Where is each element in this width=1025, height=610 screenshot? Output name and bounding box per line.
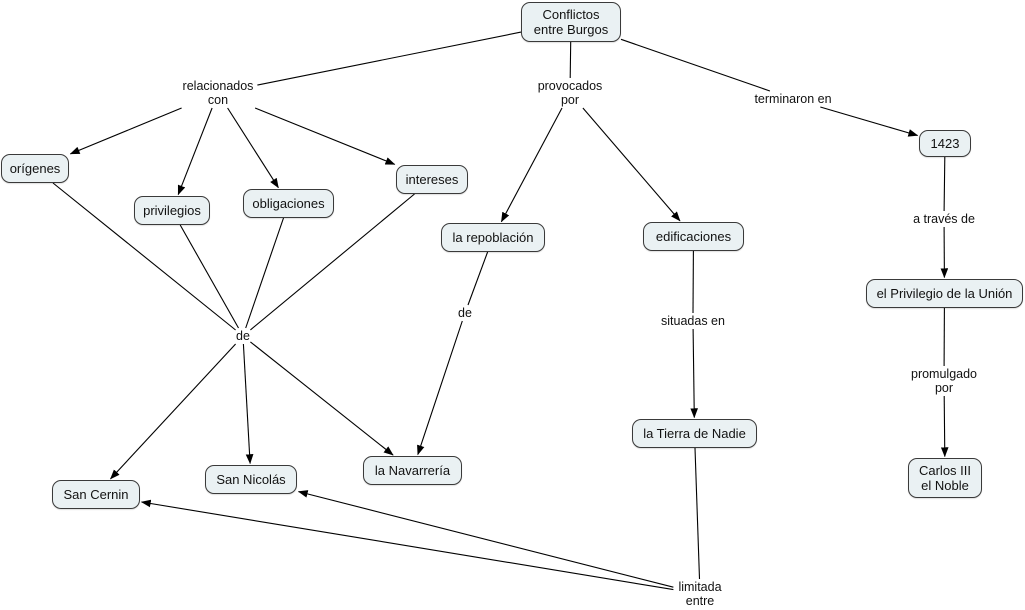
node-repoblacion[interactable]: la repoblación bbox=[441, 223, 545, 252]
edge-tierra_nadie-to-limitada-entre bbox=[694, 447, 701, 580]
link-label-situadas-en: situadas en bbox=[661, 314, 725, 328]
node-conflictos[interactable]: Conflictos entre Burgos bbox=[521, 2, 621, 42]
node-origenes[interactable]: orígenes bbox=[1, 154, 69, 183]
link-label-provocados-por: provocados por bbox=[537, 79, 603, 107]
node-tierra_nadie[interactable]: la Tierra de Nadie bbox=[632, 419, 757, 448]
link-label-relacionados-con: relacionados con bbox=[182, 79, 254, 107]
node-intereses[interactable]: intereses bbox=[396, 165, 468, 194]
edge-conflictos-to-terminaron-en bbox=[620, 38, 771, 92]
edge-conflictos-to-relacionados-con bbox=[257, 31, 522, 86]
node-navarreria[interactable]: la Navarrería bbox=[363, 456, 462, 485]
node-privilegios[interactable]: privilegios bbox=[134, 196, 210, 225]
edge-limitada-entre-to-san_nicolas bbox=[297, 490, 674, 588]
edge-privilegios-to-de-junction bbox=[179, 224, 239, 329]
node-san_nicolas[interactable]: San Nicolás bbox=[205, 465, 297, 494]
edge-de-junction-to-navarreria bbox=[250, 341, 394, 456]
edge-provocados-por-to-edificaciones bbox=[582, 107, 681, 222]
node-carlos_iii[interactable]: Carlos III el Noble bbox=[908, 458, 982, 498]
edge-anio1423-to-a-traves-de bbox=[943, 156, 946, 212]
node-privilegio_union[interactable]: el Privilegio de la Unión bbox=[866, 279, 1023, 308]
link-label-de-junction: de bbox=[236, 329, 250, 343]
edge-conflictos-to-provocados-por bbox=[569, 41, 572, 79]
edge-relacionados-con-to-origenes bbox=[69, 107, 182, 155]
edge-provocados-por-to-repoblacion bbox=[500, 107, 563, 223]
edge-obligaciones-to-de-junction bbox=[245, 217, 285, 329]
edge-situadas-en-to-tierra_nadie bbox=[690, 328, 699, 419]
node-anio1423[interactable]: 1423 bbox=[919, 130, 971, 157]
link-label-de-repoblacion: de bbox=[458, 306, 472, 320]
edge-limitada-entre-to-san_cernin bbox=[140, 499, 674, 591]
link-label-promulgado-por: promulgado por bbox=[910, 367, 978, 395]
edge-de-junction-to-san_nicolas bbox=[242, 343, 254, 465]
edge-repoblacion-to-de-repoblacion bbox=[467, 251, 489, 306]
node-edificaciones[interactable]: edificaciones bbox=[643, 222, 744, 251]
edge-de-junction-to-san_cernin bbox=[110, 343, 237, 480]
edge-de-repoblacion-to-navarreria bbox=[417, 320, 463, 456]
edge-relacionados-con-to-privilegios bbox=[177, 107, 213, 196]
edge-relacionados-con-to-obligaciones bbox=[227, 107, 279, 189]
edge-promulgado-por-to-carlos_iii bbox=[940, 395, 949, 458]
link-label-limitada-entre: limitada entre bbox=[678, 580, 722, 608]
edge-relacionados-con-to-intereses bbox=[254, 107, 396, 165]
link-label-terminaron-en: terminaron en bbox=[754, 92, 832, 106]
node-obligaciones[interactable]: obligaciones bbox=[243, 189, 334, 218]
edge-group bbox=[52, 31, 949, 591]
edge-terminaron-en-to-anio1423 bbox=[820, 106, 919, 137]
node-san_cernin[interactable]: San Cernin bbox=[52, 480, 140, 509]
link-label-a-traves-de: a través de bbox=[913, 212, 975, 226]
